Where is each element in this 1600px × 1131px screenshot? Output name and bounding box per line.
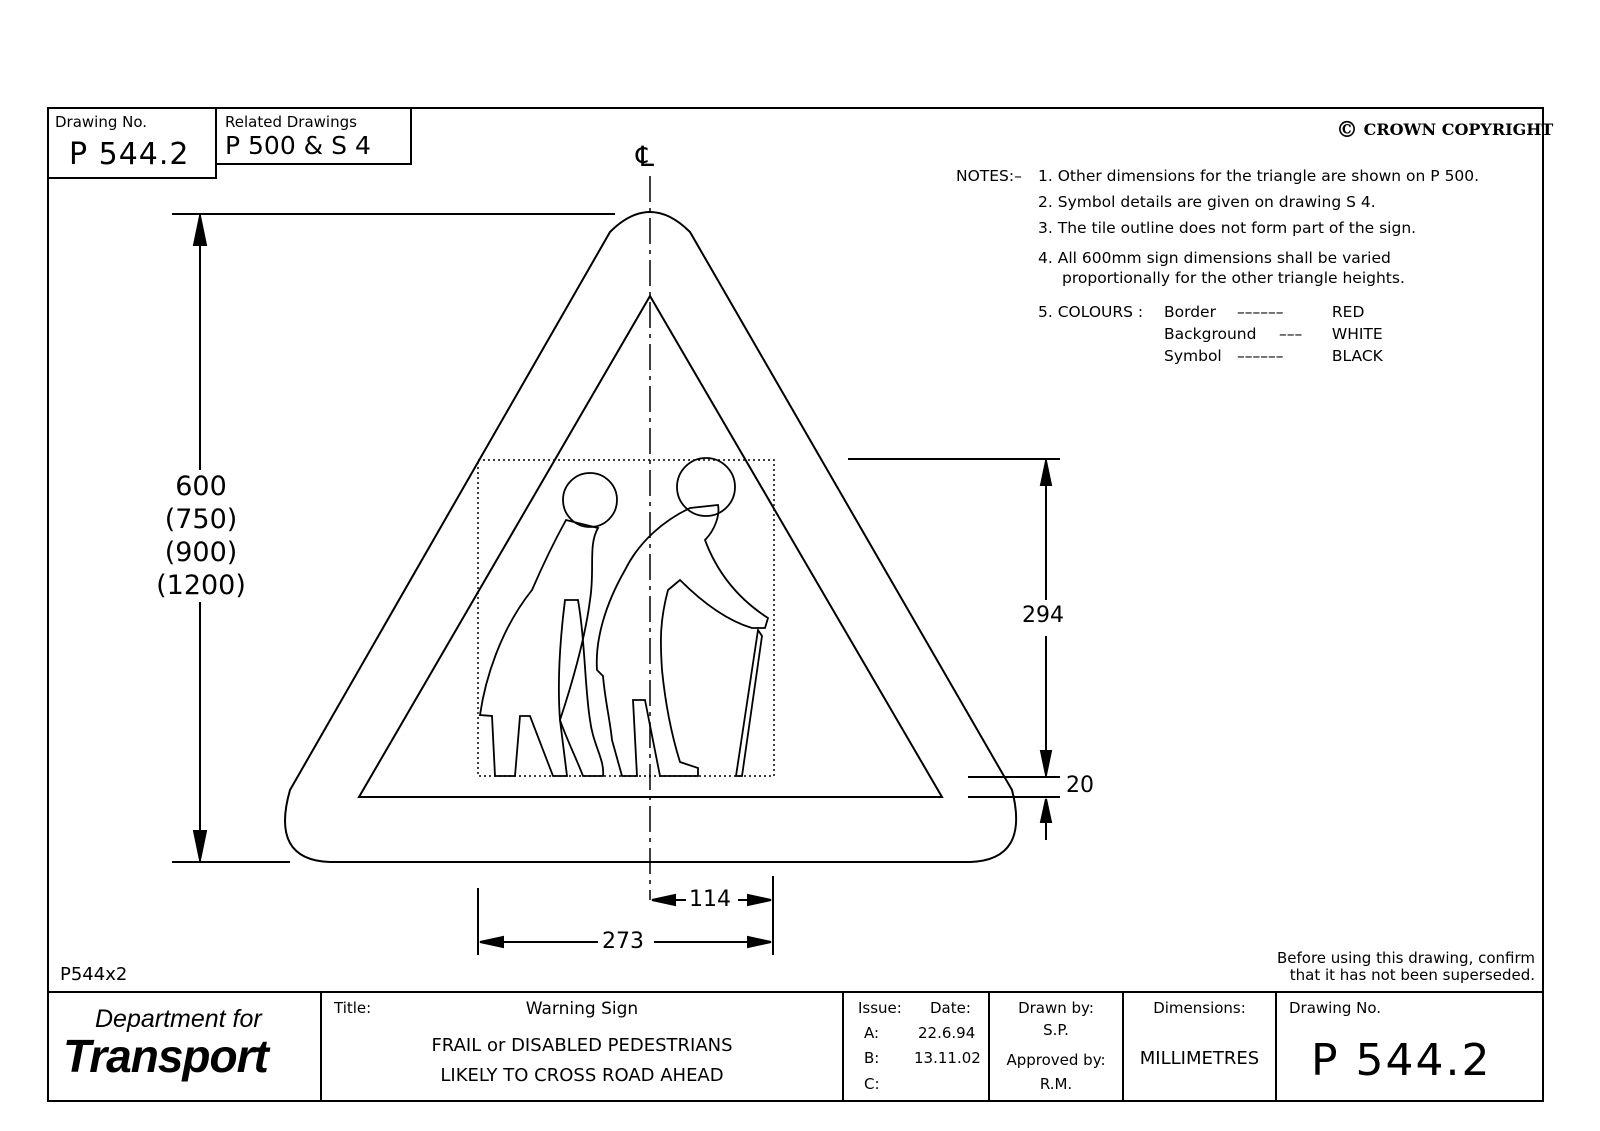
centerline-symbol: ℄ [636,140,654,173]
half-width-arrow-left [651,893,676,907]
gap-label: 20 [1066,773,1094,798]
supersede-line-2: that it has not been superseded. [1289,966,1535,984]
copyright-text: CROWN COPYRIGHT [1363,120,1554,139]
notes-heading: NOTES:– [956,167,1022,185]
note-text: Symbol details are given on drawing S 4. [1057,193,1376,211]
drawing-number-box: Drawing No. P 544.2 [47,107,217,179]
note-1: 1. Other dimensions for the triangle are… [1038,166,1479,186]
note-number: 2. [1038,193,1053,211]
colour-dash: ––– [1278,325,1303,343]
title-cell: Title: Warning Sign FRAIL or DISABLED PE… [320,993,842,1102]
note-4-continued: proportionally for the other triangle he… [1062,269,1405,287]
title-label: Title: [334,999,372,1017]
symbol-width-label: 273 [602,929,644,954]
half-width-arrow-right [747,893,772,907]
note-text: All 600mm sign dimensions shall be varie… [1057,249,1391,267]
symbol-height-arrow-bottom [1039,750,1053,776]
issue-b-id: B: [864,1049,880,1067]
issue-a-date: 22.6.94 [918,1024,976,1042]
woman-head [562,472,618,528]
related-drawings-label: Related Drawings [225,113,357,131]
symbol-height-arrow-top [1039,460,1053,486]
issue-label: Issue: [858,999,902,1017]
colour-part: Symbol [1164,347,1222,365]
colour-dash: –––––– [1236,303,1284,321]
height-label: 600 [175,471,227,502]
note-2: 2. Symbol details are given on drawing S… [1038,192,1376,212]
issue-a-id: A: [864,1024,880,1042]
drawing-number-value: P 544.2 [69,137,190,172]
drawing-no-label: Drawing No. [1289,999,1382,1017]
issue-c-id: C: [864,1075,880,1093]
height-arrow-bottom [192,830,208,861]
half-width-label: 114 [689,887,731,912]
crown-copyright: © CROWN COPYRIGHT [1336,117,1553,143]
organisation-logo: Department for Transport [47,993,320,1102]
title-line-2: LIKELY TO CROSS ROAD AHEAD [440,1065,724,1086]
note-text: Other dimensions for the triangle are sh… [1057,167,1480,185]
woman-body [478,518,600,777]
note-5: 5. COLOURS : [1038,302,1143,322]
colour-value: WHITE [1331,325,1383,343]
colour-part: Background [1164,325,1257,343]
org-line-1: Department for [95,1005,262,1033]
note-4: 4. All 600mm sign dimensions shall be va… [1038,248,1391,268]
woman-arm [557,599,605,777]
dimensions-value: MILLIMETRES [1139,1048,1260,1069]
colour-row-background: Background ––– WHITE [1164,324,1383,344]
man-body [595,504,770,777]
drawing-frame [47,107,1544,1102]
symbol-height-label: 294 [1022,603,1064,628]
colour-part: Border [1164,303,1216,321]
height-label: (750) [164,504,238,535]
related-drawings-box: Related Drawings P 500 & S 4 [215,107,412,165]
note-text: The tile outline does not form part of t… [1057,219,1417,237]
height-label: (900) [164,537,238,568]
height-labels: 600 (750) (900) (1200) [148,470,254,602]
note-text: COLOURS : [1057,303,1144,321]
dimensions-cell: Dimensions: MILLIMETRES [1122,993,1275,1102]
symbol-width-arrow-left [479,935,504,949]
colour-row-border: Border –––––– RED [1164,302,1364,322]
walking-stick [734,627,763,777]
drawn-by-label: Drawn by: [1018,999,1094,1017]
note-number: 4. [1038,249,1053,267]
colour-dash: –––––– [1236,347,1284,365]
drawn-by-value: S.P. [1043,1021,1069,1039]
height-label: (1200) [156,570,246,601]
supersede-note: Before using this drawing, confirm that … [1230,950,1535,984]
copyright-symbol: © [1336,117,1358,143]
note-number: 1. [1038,167,1053,185]
colour-row-symbol: Symbol –––––– BLACK [1164,346,1383,366]
pedestrian-symbol [478,457,770,777]
issue-b-date: 13.11.02 [914,1049,981,1067]
file-reference: P544x2 [60,964,128,985]
supersede-line-1: Before using this drawing, confirm [1276,949,1535,967]
approved-by-value: R.M. [1039,1075,1073,1093]
title-block: Department for Transport Title: Warning … [47,991,1544,1102]
height-arrow-top [192,215,208,246]
colour-value: BLACK [1331,347,1383,365]
org-line-2: Transport [63,1030,269,1082]
drawing-no-value: P 544.2 [1311,1035,1492,1086]
related-drawings-value: P 500 & S 4 [225,131,371,160]
note-3: 3. The tile outline does not form part o… [1038,218,1416,238]
gap-arrow [1039,798,1053,823]
date-label: Date: [930,999,971,1017]
drawn-cell: Drawn by: S.P. Approved by: R.M. [988,993,1122,1102]
note-number: 5. [1038,303,1053,321]
man-head [676,457,736,517]
colour-value: RED [1331,303,1365,321]
approved-by-label: Approved by: [1006,1051,1106,1069]
dimensions-label: Dimensions: [1153,999,1246,1017]
note-number: 3. [1038,219,1053,237]
title-line-1: FRAIL or DISABLED PEDESTRIANS [431,1035,733,1056]
drawing-number-cell: Drawing No. P 544.2 [1275,993,1544,1102]
outer-triangle-outline [284,211,1018,863]
symbol-width-arrow-right [747,935,772,949]
title-main: Warning Sign [525,999,639,1019]
issue-cell: Issue: Date: A: 22.6.94 B: 13.11.02 C: [842,993,988,1102]
drawing-number-label: Drawing No. [55,113,148,131]
